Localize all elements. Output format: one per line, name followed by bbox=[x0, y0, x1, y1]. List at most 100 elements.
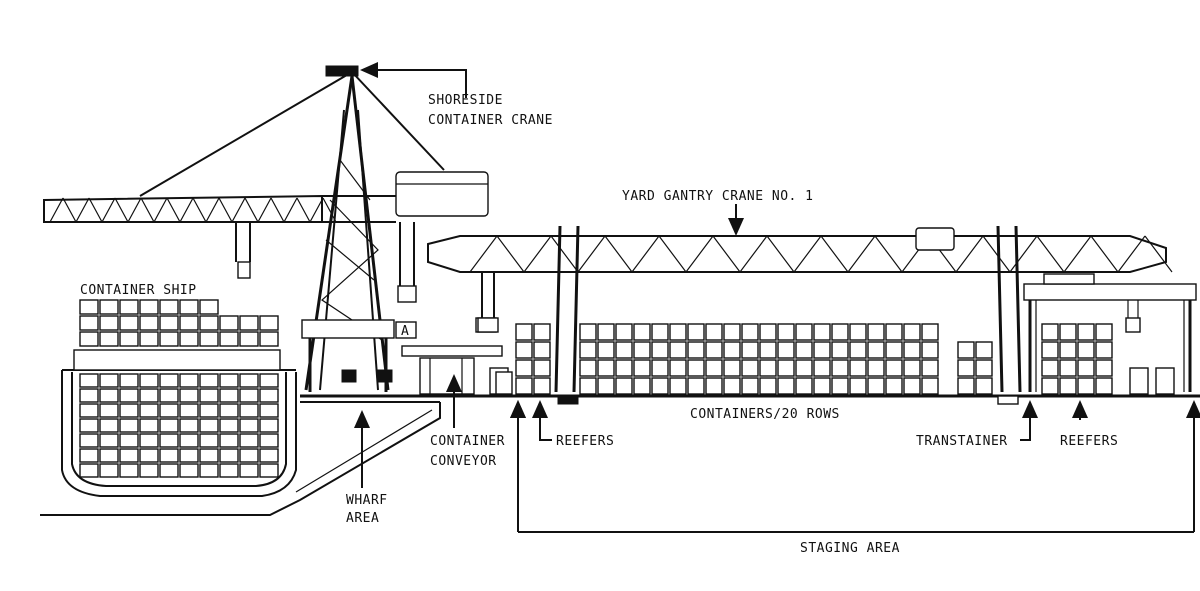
container-box bbox=[199, 388, 219, 403]
container-box bbox=[723, 377, 741, 395]
container-box bbox=[239, 373, 259, 388]
container-box bbox=[99, 331, 119, 347]
container-box bbox=[687, 359, 705, 377]
container-box bbox=[139, 433, 159, 448]
container-box bbox=[515, 341, 533, 359]
container-box bbox=[633, 359, 651, 377]
container-box bbox=[159, 373, 179, 388]
container-box bbox=[159, 418, 179, 433]
shoreside-crane bbox=[43, 65, 489, 392]
container-box bbox=[669, 377, 687, 395]
container-box bbox=[867, 341, 885, 359]
container-box bbox=[159, 388, 179, 403]
container-box bbox=[159, 433, 179, 448]
container-box bbox=[159, 463, 179, 478]
container-box bbox=[741, 359, 759, 377]
yard-container-stacks bbox=[515, 323, 1113, 395]
reefer-unit bbox=[1129, 367, 1149, 395]
container-box bbox=[795, 377, 813, 395]
container-box bbox=[119, 403, 139, 418]
reefer-unit bbox=[1155, 367, 1175, 395]
container-box bbox=[179, 463, 199, 478]
container-box bbox=[119, 433, 139, 448]
container-box bbox=[957, 377, 975, 395]
container-box bbox=[533, 377, 551, 395]
container-box bbox=[1095, 359, 1113, 377]
reefer-unit bbox=[495, 371, 513, 395]
container-box bbox=[79, 331, 99, 347]
container-box bbox=[199, 331, 219, 347]
container-box bbox=[79, 373, 99, 388]
container-box bbox=[1041, 323, 1059, 341]
container-box bbox=[741, 341, 759, 359]
container-box bbox=[1059, 323, 1077, 341]
container-box bbox=[119, 373, 139, 388]
container-box bbox=[777, 323, 795, 341]
container-box bbox=[139, 463, 159, 478]
container-box bbox=[159, 315, 179, 331]
container-box bbox=[119, 463, 139, 478]
container-box bbox=[239, 418, 259, 433]
container-box bbox=[239, 403, 259, 418]
container-box bbox=[179, 448, 199, 463]
container-box bbox=[119, 315, 139, 331]
container-box bbox=[849, 359, 867, 377]
container-box bbox=[159, 403, 179, 418]
container-box bbox=[239, 388, 259, 403]
container-box bbox=[849, 323, 867, 341]
container-box bbox=[687, 341, 705, 359]
container-box bbox=[239, 315, 259, 331]
container-box bbox=[219, 418, 239, 433]
container-box bbox=[921, 377, 939, 395]
container-box bbox=[831, 377, 849, 395]
container-box bbox=[813, 341, 831, 359]
container-box bbox=[687, 323, 705, 341]
container-box bbox=[1059, 377, 1077, 395]
container-box bbox=[777, 341, 795, 359]
container-box bbox=[533, 341, 551, 359]
container-box bbox=[705, 359, 723, 377]
container-box bbox=[975, 341, 993, 359]
container-box bbox=[579, 359, 597, 377]
container-box bbox=[139, 373, 159, 388]
container-box bbox=[99, 433, 119, 448]
container-box bbox=[79, 388, 99, 403]
container-box bbox=[705, 323, 723, 341]
container-box bbox=[687, 377, 705, 395]
container-box bbox=[1095, 323, 1113, 341]
container-box bbox=[903, 341, 921, 359]
container-box bbox=[723, 323, 741, 341]
container-box bbox=[1077, 323, 1095, 341]
ship-deck-containers bbox=[79, 299, 279, 347]
container-box bbox=[831, 341, 849, 359]
container-box bbox=[957, 359, 975, 377]
container-box bbox=[179, 433, 199, 448]
container-box bbox=[651, 323, 669, 341]
container-box bbox=[219, 373, 239, 388]
container-box bbox=[903, 323, 921, 341]
container-box bbox=[795, 359, 813, 377]
container-box bbox=[723, 341, 741, 359]
container-box bbox=[79, 433, 99, 448]
container-box bbox=[79, 315, 99, 331]
container-box bbox=[239, 448, 259, 463]
container-box bbox=[651, 359, 669, 377]
container-box bbox=[741, 323, 759, 341]
container-box bbox=[633, 323, 651, 341]
container-box bbox=[179, 373, 199, 388]
container-box bbox=[79, 299, 99, 315]
container-box bbox=[1077, 359, 1095, 377]
container-box bbox=[579, 377, 597, 395]
container-box bbox=[633, 341, 651, 359]
label-conveyor-line2: CONVEYOR bbox=[430, 454, 497, 469]
ship-hold-containers bbox=[79, 373, 279, 478]
container-box bbox=[921, 359, 939, 377]
container-box bbox=[139, 448, 159, 463]
container-box bbox=[259, 331, 279, 347]
container-box bbox=[219, 448, 239, 463]
container-box bbox=[867, 323, 885, 341]
label-reefers-right: REEFERS bbox=[1060, 434, 1118, 449]
container-box bbox=[1059, 341, 1077, 359]
container-box bbox=[99, 315, 119, 331]
